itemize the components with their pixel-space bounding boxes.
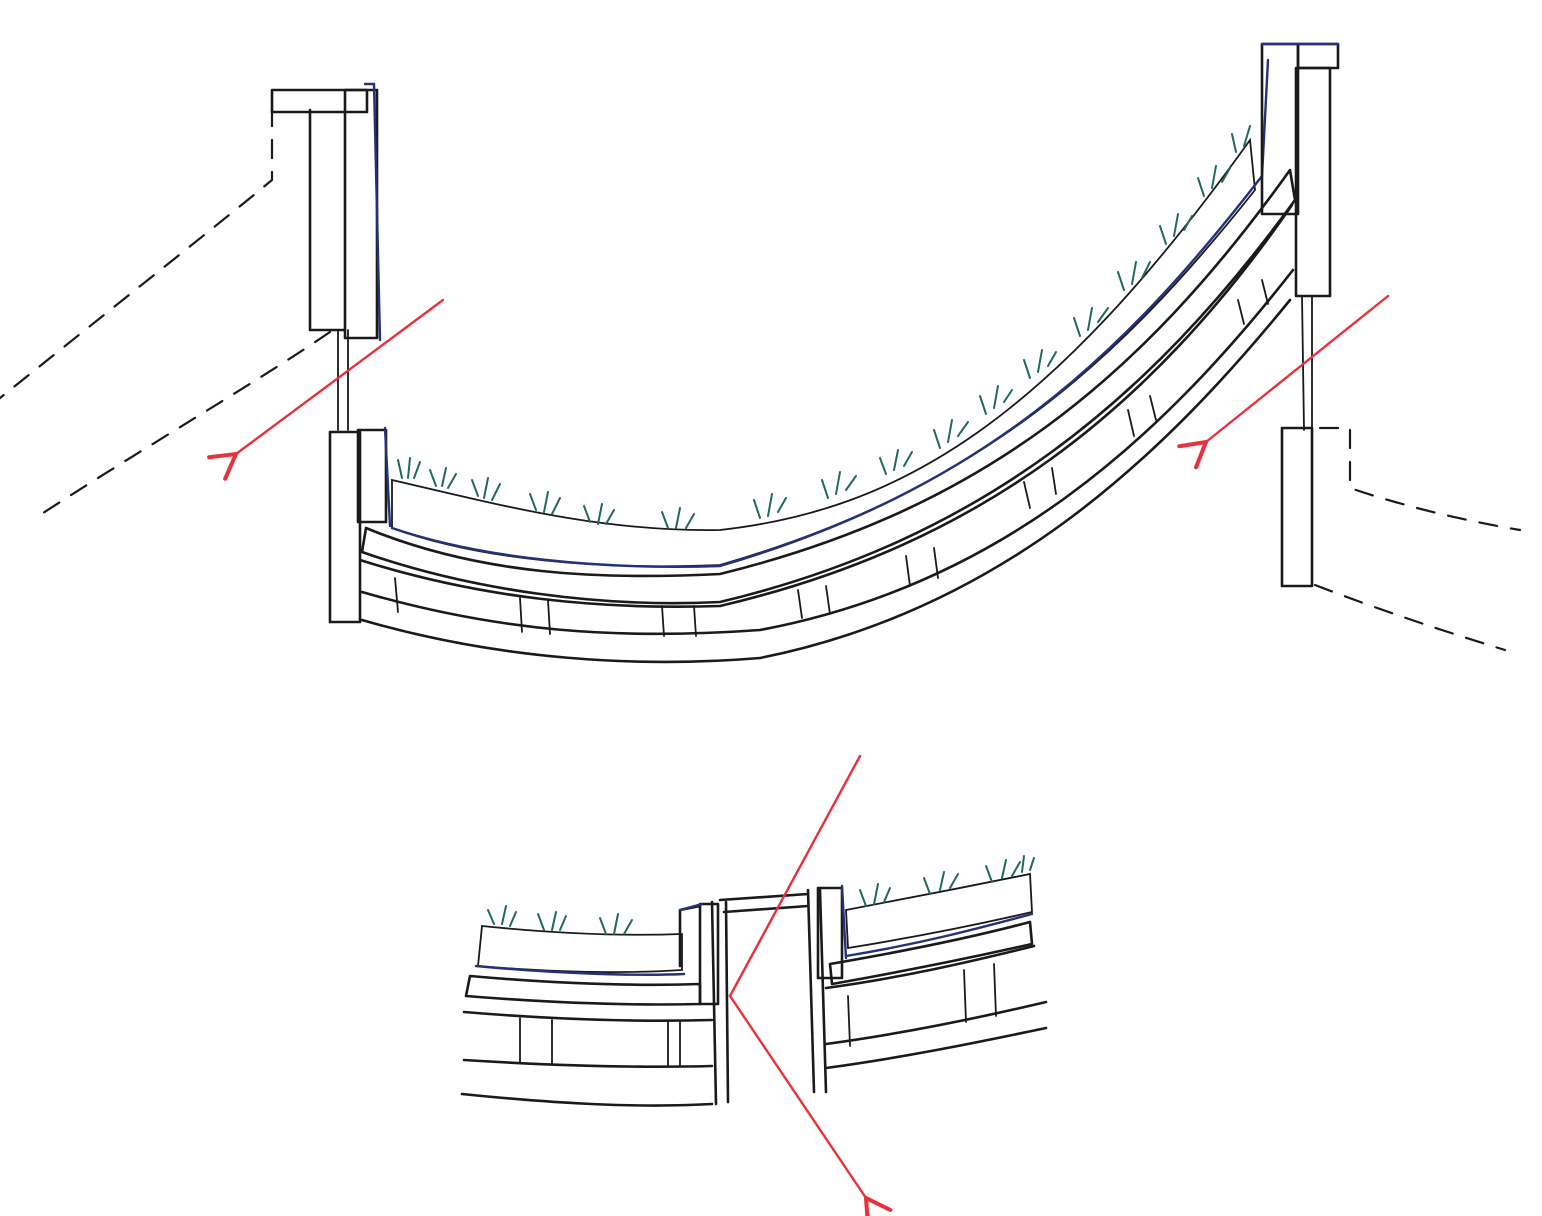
right-dashed-outline [1318, 426, 1522, 532]
right-drainage-arrow [1177, 294, 1390, 470]
detail-drainage-arrow [728, 754, 893, 1216]
drainage-layer [360, 168, 1297, 605]
left-dashed-outline [0, 106, 274, 400]
vegetation [397, 125, 1251, 529]
band-joints [394, 279, 1269, 637]
roof-membrane-line [390, 58, 1270, 568]
left-drainage-arrow [207, 298, 445, 481]
left-upper-parapet [270, 82, 382, 431]
left-lower-post [328, 426, 392, 624]
curved-green-roof-section [0, 42, 1522, 664]
detail-vegetation [487, 855, 1035, 935]
substrate-layer [391, 137, 1256, 568]
structural-band [358, 203, 1294, 609]
roof-detail-at-gap [460, 754, 1048, 1216]
right-lower-post [1280, 426, 1314, 588]
right-upper-parapet [1260, 42, 1340, 431]
right-dashed-outline-lower [1313, 583, 1507, 652]
left-dashed-outline-lower [38, 330, 332, 517]
detail-substrate-left [477, 925, 683, 973]
detail-substrate-right [845, 872, 1033, 950]
